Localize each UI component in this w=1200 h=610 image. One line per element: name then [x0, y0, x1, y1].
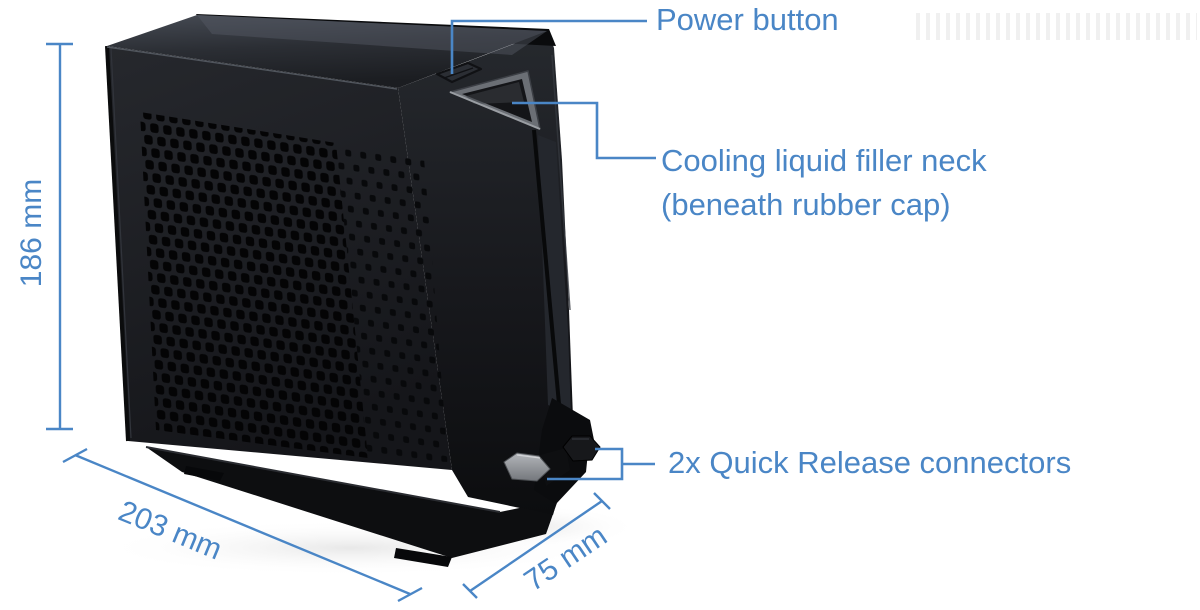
height-dimension-label: 186 mm — [15, 178, 48, 288]
watermark-stripes — [916, 13, 1197, 40]
width-dimension-line — [62, 447, 423, 603]
filler-neck-label-line2: (beneath rubber cap) — [661, 187, 951, 222]
vent-perforations-sparse — [336, 143, 448, 462]
filler-neck-label: Cooling liquid filler neck (beneath rubb… — [661, 139, 987, 227]
base-plate — [145, 446, 558, 567]
height-dimension-line — [46, 42, 73, 431]
quick-release-connector-lower — [503, 452, 551, 482]
quick-release-bracket — [547, 447, 655, 481]
power-button-label: Power button — [656, 2, 839, 37]
filler-neck-leader-line — [512, 101, 656, 160]
annotation-lines — [46, 19, 656, 603]
connector-coupler — [540, 448, 570, 486]
vent-perforations-dense — [140, 112, 368, 458]
base-foot-left — [184, 466, 224, 481]
power-button-leader-line — [450, 19, 647, 74]
top-face — [107, 15, 547, 88]
depth-dimension-line — [462, 492, 611, 599]
quick-release-assembly — [503, 398, 601, 504]
quick-release-label: 2x Quick Release connectors — [668, 445, 1072, 480]
base-foot-right — [394, 548, 452, 567]
power-button-shape — [435, 61, 483, 84]
front-panel — [105, 45, 452, 470]
filler-neck-label-line1: Cooling liquid filler neck — [661, 143, 987, 178]
quick-release-connector-upper — [562, 435, 601, 462]
filler-cap-shape — [449, 70, 541, 130]
reservoir-window — [538, 135, 571, 415]
